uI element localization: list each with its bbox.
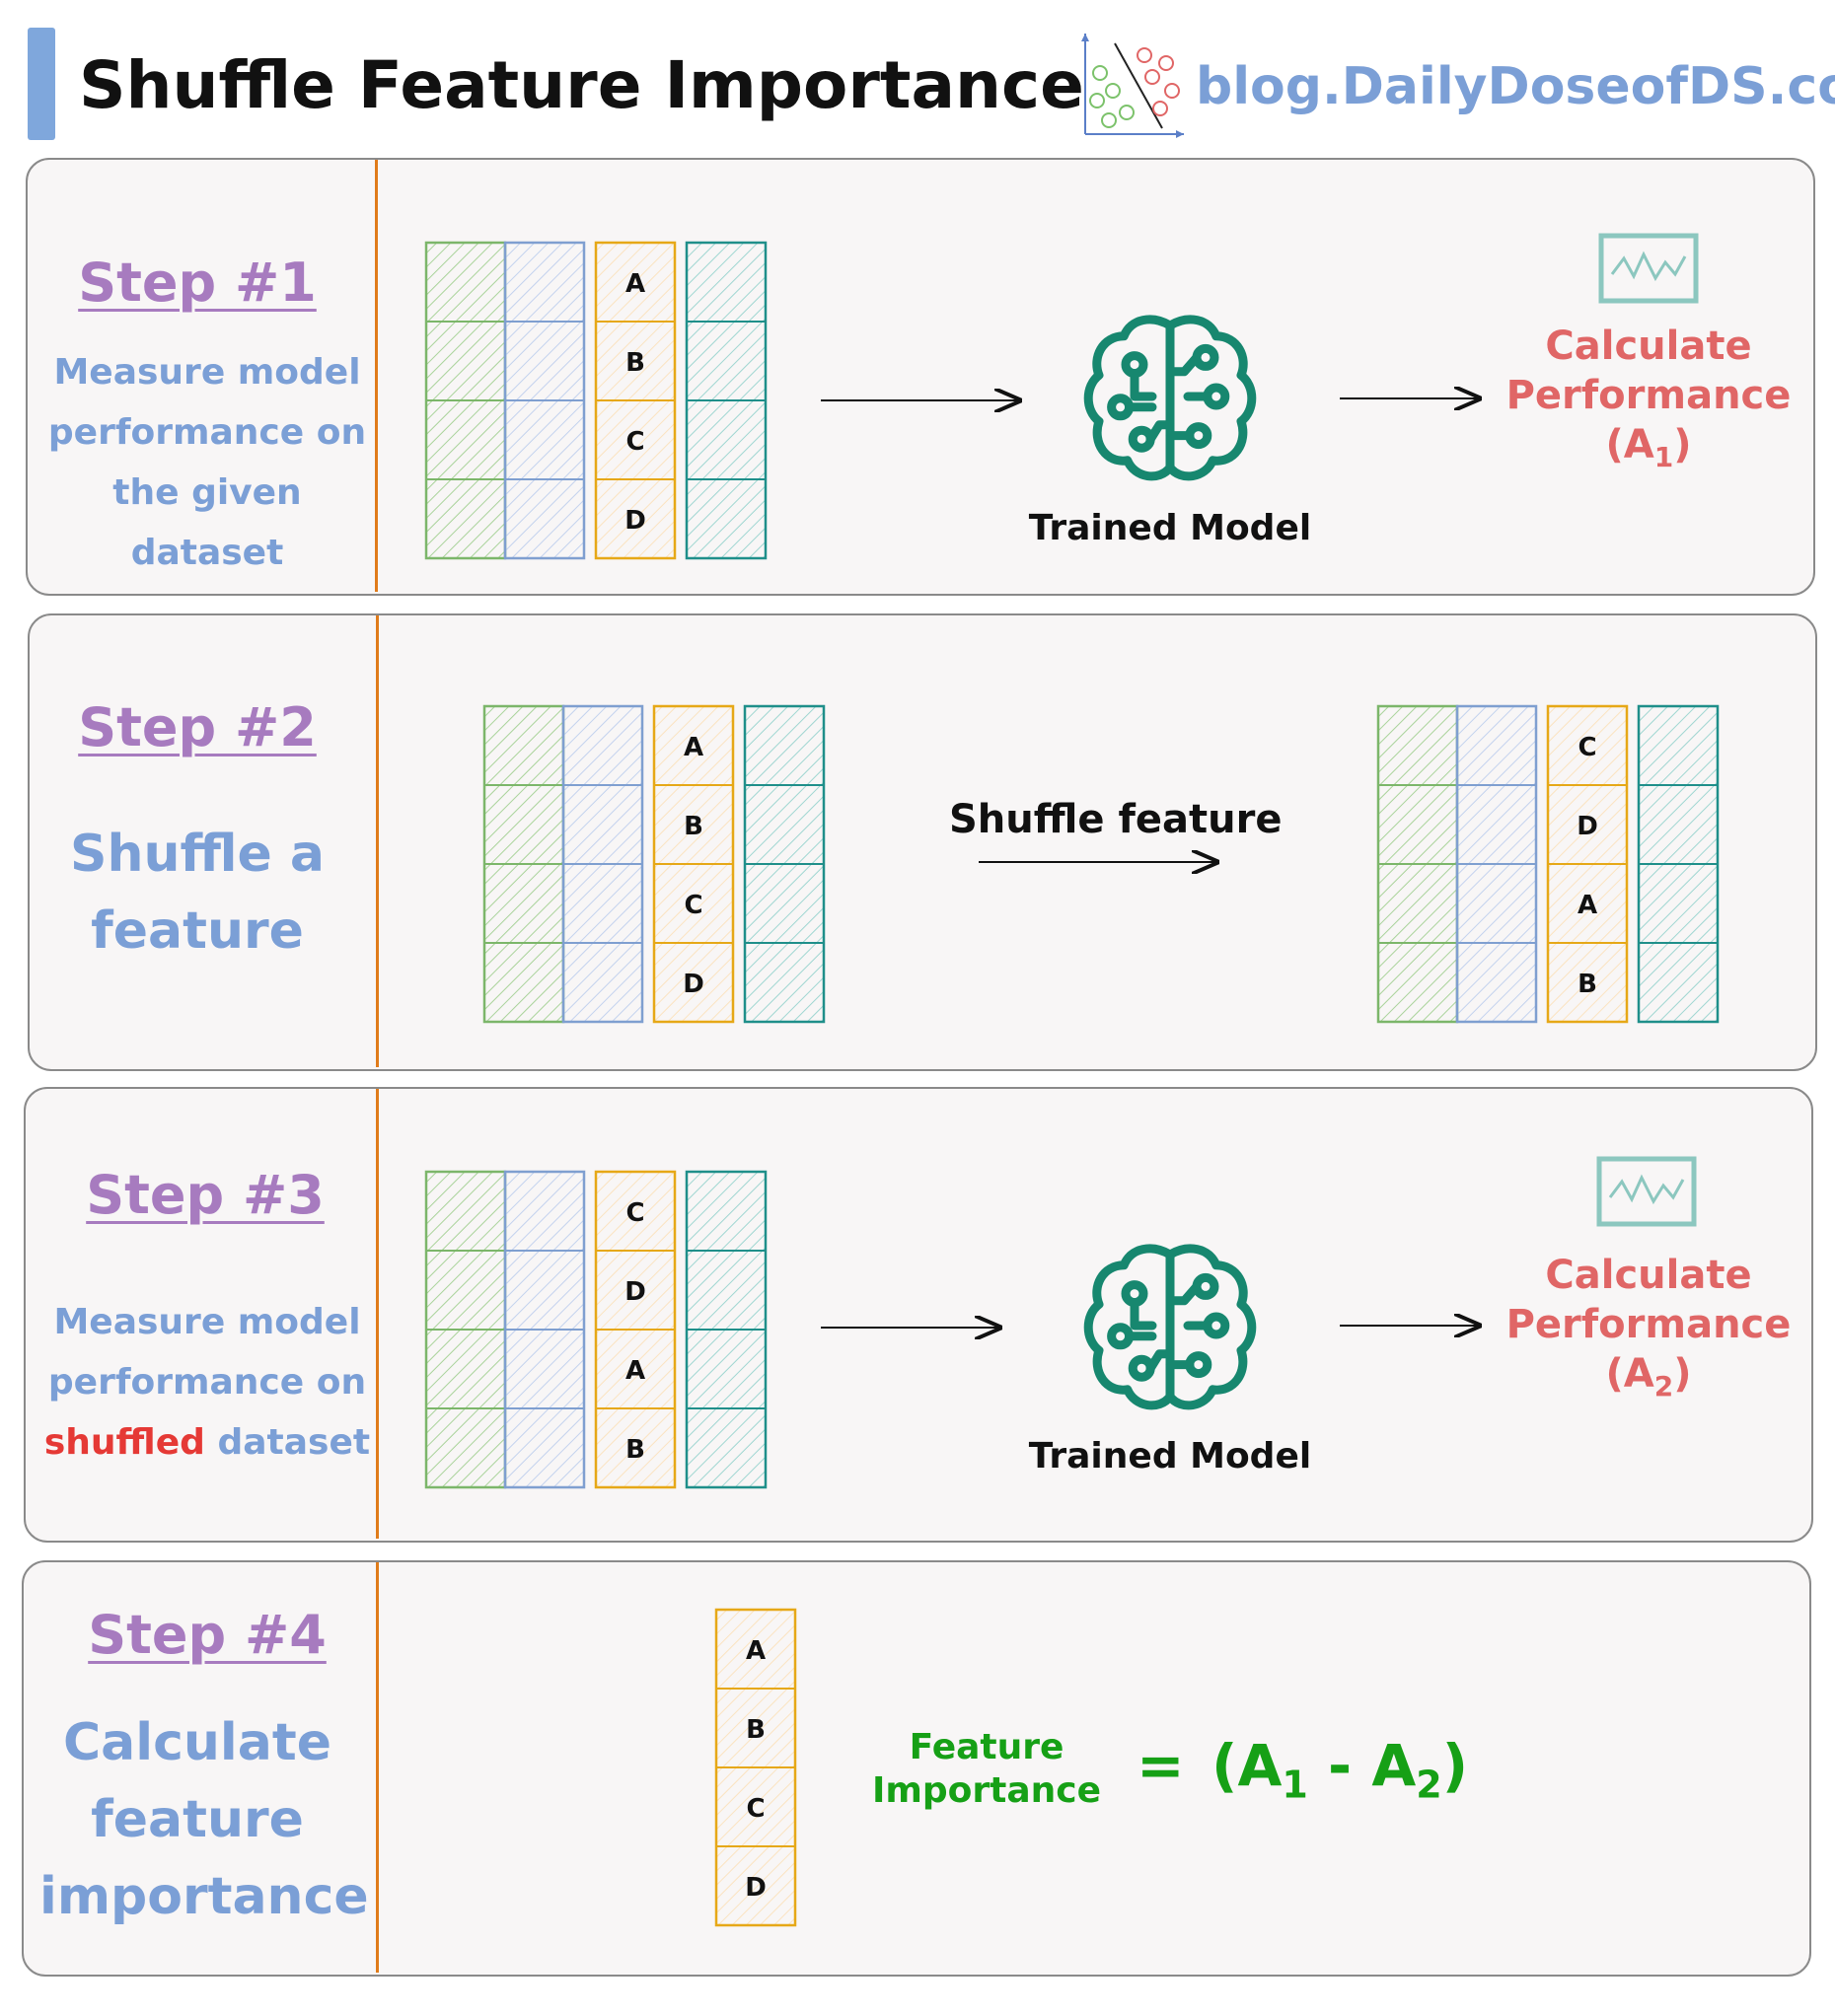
step-3-arrow-to-model [821,1314,1006,1341]
step-4-description-line: Calculate [63,1713,331,1772]
step-1-arrow-to-model [821,387,1026,414]
shuffled-highlight: shuffled [43,1422,205,1463]
step-2-dataset-table-before: A B C D [482,704,826,1024]
feature-cell: A [625,269,645,299]
step-2-title: Step #2 [78,696,317,758]
feature-importance-formula: (A1 - A2) [1211,1732,1469,1807]
step-3-description: Measure model performance on shuffled da… [39,1292,375,1473]
step-1-performance-label: Calculate Performance (A1) [1501,322,1797,482]
step-2-divider [376,615,379,1067]
step-3-description-line: performance on [47,1362,367,1403]
step-3-panel [24,1087,1813,1543]
performance-monitor-icon [1598,233,1699,304]
performance-line: Performance [1505,1302,1792,1347]
feature-cell: B [1578,970,1597,999]
step-4-divider [376,1562,379,1973]
step-3-divider [376,1089,379,1539]
brand-url[interactable]: blog.DailyDoseofDS.com [1196,57,1835,116]
step-3-arrow-to-performance [1340,1312,1486,1339]
page-title: Shuffle Feature Importance [79,47,1084,123]
feature-importance-line: Importance [871,1770,1102,1811]
step-4-panel [22,1560,1811,1977]
step-2-description-line: Shuffle a [70,825,325,884]
step-4-title: Step #4 [88,1604,327,1666]
title-accent-bar [28,28,55,140]
feature-cell: D [624,1277,646,1307]
step-1-panel [26,158,1815,596]
feature-cell: C [684,891,702,920]
step-1-description-line: Measure model [53,352,361,393]
step-4-description: Calculate feature importance [39,1704,369,1935]
feature-cell: D [1577,812,1598,841]
step-3-model-label: Trained Model [1028,1436,1312,1476]
step-1-arrow-to-performance [1340,385,1486,412]
scatter-plot-logo-icon [1081,34,1184,138]
step-2-description-line: feature [91,901,304,961]
performance-symbol: (A1) [1605,422,1692,473]
step-3-performance-label: Calculate Performance (A2) [1501,1251,1797,1411]
step-1-model-label: Trained Model [1028,508,1312,548]
performance-line: Calculate [1545,324,1752,369]
step-2-dataset-table-after: C D A B [1376,704,1720,1024]
feature-cell: D [624,506,646,536]
step-2-description: Shuffle a feature [39,816,355,970]
feature-importance-label: Feature Importance [868,1726,1105,1813]
feature-cell: A [625,1356,645,1386]
feature-cell: B [684,812,703,841]
step-1-description: Measure model performance on the given d… [39,342,375,583]
brain-circuit-icon [1083,1244,1257,1410]
step-1-description-line: the given dataset [112,472,302,573]
shuffle-arrow [979,848,1223,876]
step-3-description-line: shuffled dataset [39,1412,375,1473]
performance-line: Performance [1505,373,1792,418]
feature-cell: B [625,1435,645,1465]
feature-cell: B [746,1715,766,1745]
performance-line: Calculate [1545,1253,1752,1298]
feature-cell: B [625,348,645,378]
performance-monitor-icon [1596,1156,1697,1227]
feature-cell: D [683,970,704,999]
step-1-divider [375,160,378,592]
feature-cell: D [745,1873,767,1903]
brain-circuit-icon [1083,315,1257,481]
step-4-description-line: feature [91,1790,304,1849]
feature-cell: C [625,1198,644,1228]
performance-symbol: (A2) [1605,1351,1692,1403]
feature-cell: A [1578,891,1597,920]
shuffle-feature-label: Shuffle feature [949,797,1283,842]
feature-cell: C [1578,733,1596,762]
step-3-description-line: Measure model [53,1302,361,1342]
feature-cell: C [625,427,644,457]
feature-cell: A [684,733,703,762]
step-4-description-line: importance [39,1867,369,1926]
step-1-dataset-table: A B C D [424,241,768,560]
step-1-description-line: performance on [47,412,367,453]
step-3-dataset-table: C D A B [424,1170,768,1489]
step-4-feature-column: A B C D [714,1608,797,1927]
feature-importance-line: Feature [909,1727,1064,1767]
equals-sign: = [1137,1732,1185,1799]
step-3-description-rest: dataset [217,1422,371,1463]
step-1-title: Step #1 [78,252,317,314]
step-3-title: Step #3 [86,1164,325,1226]
feature-cell: C [746,1794,765,1824]
feature-cell: A [746,1636,766,1666]
